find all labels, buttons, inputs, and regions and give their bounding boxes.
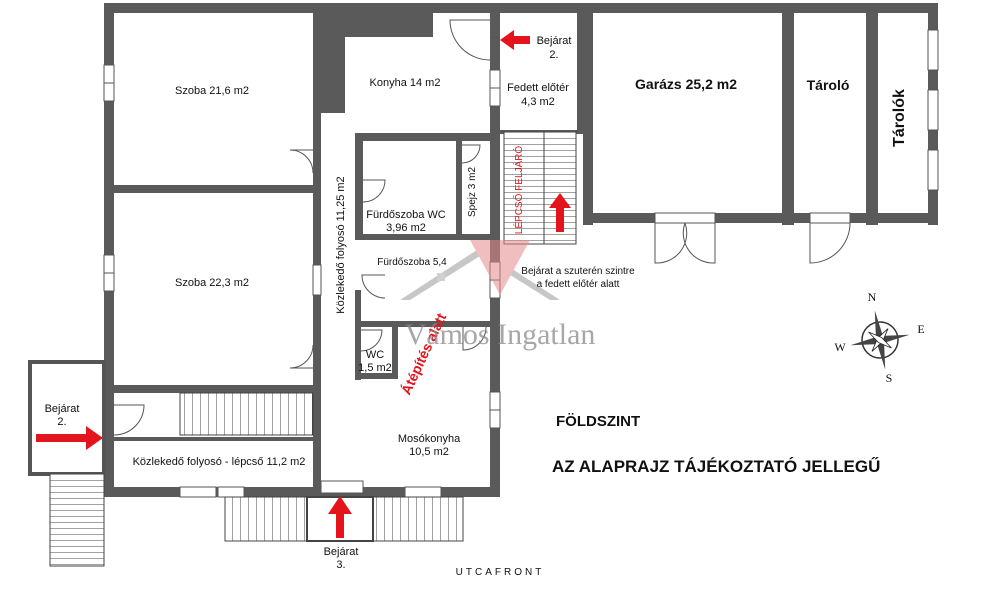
label-szuteren-2: a fedett előtér alatt bbox=[537, 279, 620, 290]
arrow-bottom-entrance bbox=[328, 496, 352, 538]
label-lepcso-feljaro: LÉPCSŐ FELJÁRÓ bbox=[511, 146, 525, 235]
label-szoba2: Szoba 22,3 m2 bbox=[175, 277, 249, 289]
label-spejz: Spejz 3 m2 bbox=[467, 167, 478, 217]
label-moso-2: 10,5 m2 bbox=[409, 446, 449, 458]
compass-rose bbox=[850, 310, 910, 370]
compass-n: N bbox=[868, 290, 877, 304]
label-wc-1: WC bbox=[366, 349, 384, 361]
label-fedett-1: Fedett előtér bbox=[507, 82, 569, 94]
left-entrance bbox=[28, 360, 106, 567]
label-furdo-partial: Fürdőszoba 5,4 bbox=[377, 257, 447, 268]
label-disclaimer: AZ ALAPRAJZ TÁJÉKOZTATÓ JELLEGŰ bbox=[552, 457, 880, 476]
garage-windows bbox=[654, 29, 939, 224]
label-garazs: Garázs 25,2 m2 bbox=[635, 76, 737, 92]
label-street: UTCAFRONT bbox=[456, 567, 545, 578]
covered-porch bbox=[500, 3, 583, 245]
compass-w: W bbox=[834, 340, 846, 354]
label-konyha: Konyha 14 m2 bbox=[370, 77, 441, 89]
label-entrance-right-2: 2. bbox=[549, 49, 558, 61]
label-tarolo: Tároló bbox=[807, 77, 850, 93]
label-entrance-bottom-2: 3. bbox=[336, 559, 345, 571]
label-wc-2: 1,5 m2 bbox=[358, 362, 392, 374]
garage-doors bbox=[654, 222, 851, 264]
arrow-stairs-up bbox=[549, 193, 571, 232]
compass-e: E bbox=[917, 322, 924, 336]
label-furdo-1: Fürdőszoba WC bbox=[366, 209, 446, 221]
label-moso-1: Mosókonyha bbox=[398, 433, 461, 445]
label-entrance-left-2: 2. bbox=[57, 416, 66, 428]
arrow-left-entrance bbox=[36, 426, 103, 450]
arrow-right-entrance bbox=[500, 30, 530, 50]
interior-stairs bbox=[179, 392, 314, 436]
label-folyoso-vertical: Közlekedő folyosó 11,25 m2 bbox=[335, 176, 347, 313]
label-entrance-bottom-1: Bejárat bbox=[324, 546, 359, 558]
label-furdo-2: 3,96 m2 bbox=[386, 222, 426, 234]
compass-s: S bbox=[886, 371, 893, 385]
label-entrance-left-1: Bejárat bbox=[45, 403, 80, 415]
entrance-arrows bbox=[36, 30, 571, 538]
label-szuteren-1: Bejárat a szuterén szintre bbox=[521, 266, 635, 277]
label-level: FÖLDSZINT bbox=[556, 413, 640, 430]
label-tarolok: Tárolók bbox=[891, 89, 908, 147]
watermark-logo bbox=[400, 240, 560, 300]
garage-walls bbox=[583, 3, 938, 225]
label-folyoso-lepcso: Közlekedő folyosó - lépcső 11,2 m2 bbox=[133, 456, 306, 468]
door-swings bbox=[113, 19, 500, 436]
label-entrance-right-1: Bejárat bbox=[537, 35, 572, 47]
label-watermark: Vámos Ingatlan bbox=[405, 318, 596, 351]
label-fedett-2: 4,3 m2 bbox=[521, 96, 555, 108]
label-szoba1: Szoba 21,6 m2 bbox=[175, 85, 249, 97]
